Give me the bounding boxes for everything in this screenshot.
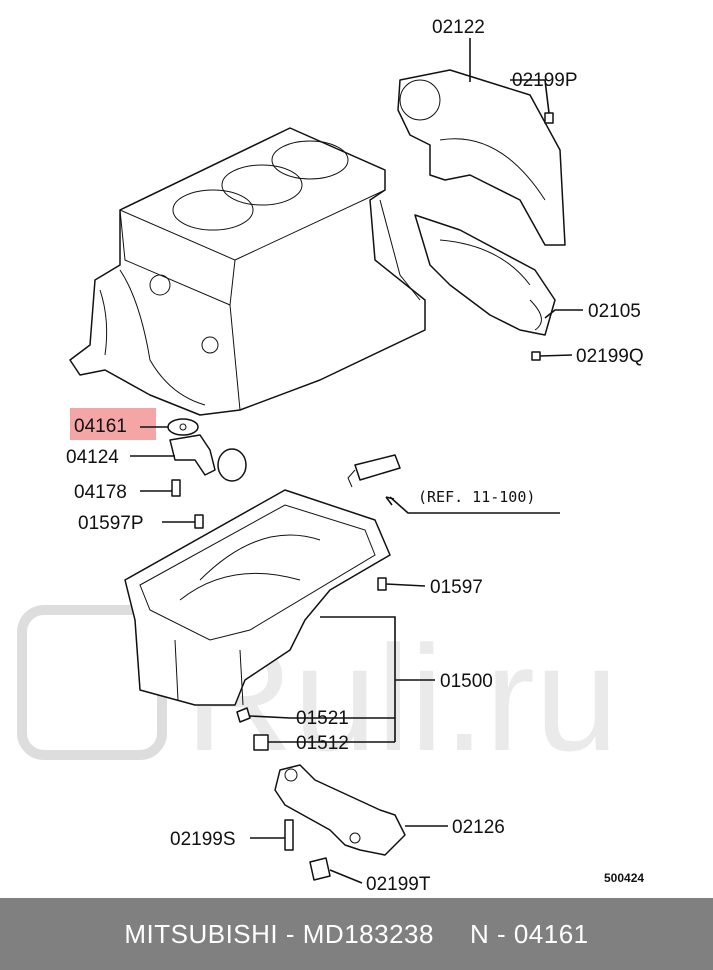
diagram-code: 500424 — [604, 871, 644, 885]
footer-bar: MITSUBISHI - MD183238 N - 04161 — [0, 898, 713, 970]
callout-04161: 04161 — [74, 416, 127, 437]
callout-02122: 02122 — [432, 17, 485, 38]
highlight-box — [70, 408, 156, 440]
leader-lines — [130, 38, 583, 884]
callout-01512: 01512 — [296, 733, 349, 754]
watermark: Ruli.ru — [17, 605, 618, 782]
callout-01521: 01521 — [296, 708, 349, 729]
reference-note: (REF. 11-100) — [418, 488, 535, 506]
strainer-gasket — [167, 418, 199, 436]
callout-02105: 02105 — [588, 301, 641, 322]
callout-labels: 02122 02199P 02105 02199Q 04161 04124 04… — [66, 17, 644, 895]
callout-02199S: 02199S — [170, 829, 236, 850]
flywheel-cover — [397, 69, 566, 246]
oil-pan — [124, 489, 391, 706]
callout-02199P: 02199P — [512, 70, 578, 91]
sealant-tube — [347, 454, 401, 488]
callout-01597P: 01597P — [78, 513, 144, 534]
engine-block — [69, 127, 426, 416]
rear-plate — [414, 214, 556, 336]
bracket — [274, 764, 406, 856]
callout-02199T: 02199T — [366, 874, 431, 895]
parts-diagram: Ruli.ru — [17, 17, 644, 895]
callout-02126: 02126 — [452, 817, 505, 838]
callout-02199Q: 02199Q — [576, 346, 644, 367]
oil-strainer — [169, 434, 247, 482]
callout-01597: 01597 — [430, 577, 483, 598]
footer-ref-number: N - 04161 — [469, 918, 589, 949]
callout-01500: 01500 — [440, 671, 493, 692]
callout-04124: 04124 — [66, 447, 119, 468]
callout-04178: 04178 — [74, 482, 127, 503]
footer-brand-part: MITSUBISHI - MD183238 — [124, 918, 434, 949]
